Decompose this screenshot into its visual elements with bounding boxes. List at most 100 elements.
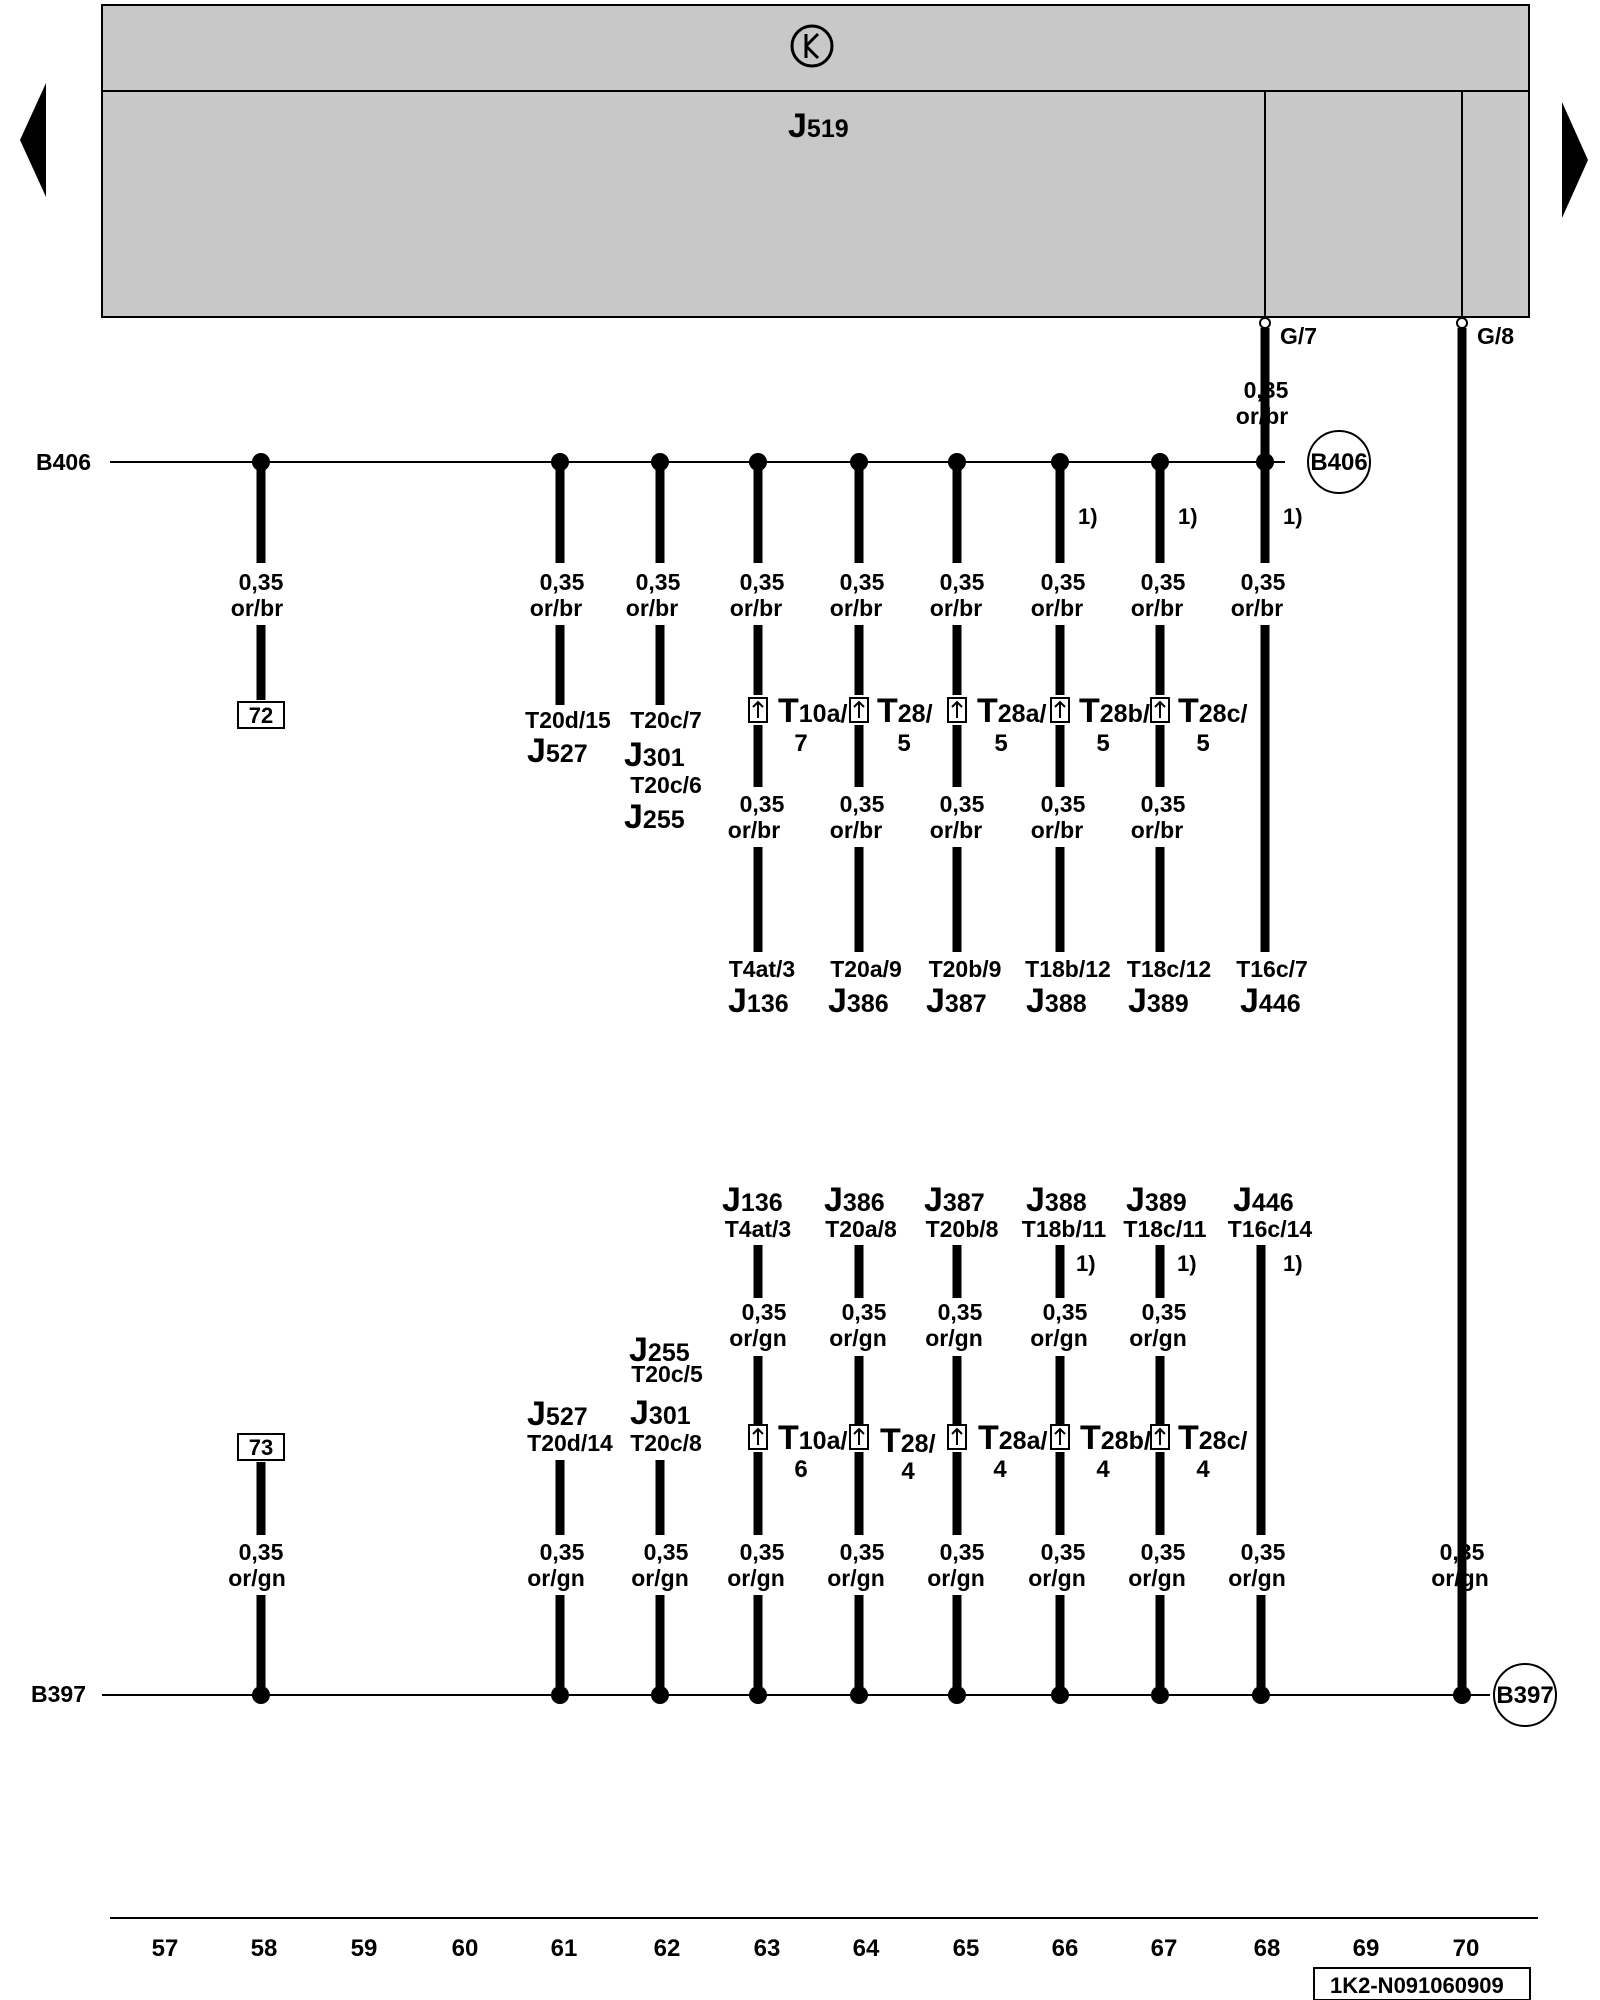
lower-branch-66: J388 T18b/11 1) 0,35 or/gn T28b/ 4 0,35 … xyxy=(1022,1181,1151,1704)
wire-size: 0,35 xyxy=(1041,1539,1086,1565)
component-letter: J xyxy=(1126,1181,1145,1219)
connector-pin: T18c/11 xyxy=(1123,1216,1206,1242)
plug-connector-icon xyxy=(947,1424,967,1450)
lower-branch-63: J136 T4at/3 0,35 or/gn T10a/ 6 0,35 or/g… xyxy=(722,1181,847,1704)
component-letter: J xyxy=(1128,982,1147,1020)
wire-size: 0,35 xyxy=(644,1539,689,1565)
wire-size: 0,35 xyxy=(636,569,681,595)
ground-point-label: B397 xyxy=(1496,1682,1553,1709)
connector-pin: T18b/11 xyxy=(1022,1216,1107,1242)
footnote-marker: 1) xyxy=(1177,1251,1197,1276)
svg-text:J387: J387 xyxy=(924,1181,985,1219)
column-number: 69 xyxy=(1353,1935,1380,1962)
connector-letter: T xyxy=(978,1419,999,1457)
connector-number: 28/ xyxy=(898,700,933,728)
bus-label: B397 xyxy=(31,1681,86,1707)
column-number: 58 xyxy=(251,1935,278,1962)
connector-letter: T xyxy=(977,692,998,730)
component-letter: J xyxy=(1026,982,1045,1020)
component-number: 388 xyxy=(1045,990,1087,1018)
component-number: 527 xyxy=(546,1403,588,1431)
wire-color: or/gn xyxy=(727,1565,785,1591)
wire-color: or/br xyxy=(1031,817,1083,843)
connector-pin: T4at/3 xyxy=(725,1216,791,1242)
wire-size: 0,35 xyxy=(1440,1539,1485,1565)
component-letter: J xyxy=(722,1181,741,1219)
column-number: 62 xyxy=(654,1935,681,1962)
connector-number: 28b/ xyxy=(1101,1427,1151,1455)
svg-text:T28b/: T28b/ xyxy=(1079,692,1150,730)
svg-text:T28b/: T28b/ xyxy=(1080,1419,1151,1457)
column-number: 64 xyxy=(853,1935,880,1962)
wire-color: or/gn xyxy=(827,1565,885,1591)
wire-color: or/br xyxy=(728,817,780,843)
svg-text:J255: J255 xyxy=(629,1331,690,1369)
wire-size: 0,35 xyxy=(1041,569,1086,595)
control-unit-j519: J519 xyxy=(101,4,1530,318)
lower-branch-68: J446 T16c/14 1) 0,35 or/gn xyxy=(1228,1181,1312,1704)
wire-size: 0,35 xyxy=(540,1539,585,1565)
ecu-pin-g7-label: G/7 xyxy=(1280,323,1317,349)
wire-color: or/gn xyxy=(1128,1565,1186,1591)
plug-connector-icon xyxy=(748,697,768,723)
wire-color: or/br xyxy=(1236,403,1288,429)
wire-color: or/gn xyxy=(927,1565,985,1591)
wire-size: 0,35 xyxy=(740,569,785,595)
control-unit-letter: J xyxy=(788,107,807,145)
wire-color: or/gn xyxy=(527,1565,585,1591)
component-number: 446 xyxy=(1252,1189,1294,1217)
component-letter: J xyxy=(926,982,945,1020)
junction-dot xyxy=(1453,1686,1471,1704)
svg-text:J446: J446 xyxy=(1240,982,1301,1020)
component-number: 446 xyxy=(1259,990,1301,1018)
upper-branch-65: 0,35 or/br T28a/ 5 0,35 or/br T20b/9 J38… xyxy=(926,453,1046,1020)
wire-size: 0,35 xyxy=(239,569,284,595)
connector-pin: T20a/9 xyxy=(830,956,902,982)
component-number: 136 xyxy=(741,1189,783,1217)
connector-number: 28a/ xyxy=(998,700,1047,728)
svg-text:J389: J389 xyxy=(1128,982,1189,1020)
next-page-arrow-icon[interactable] xyxy=(1562,102,1588,218)
wire-size: 0,35 xyxy=(239,1539,284,1565)
connector-pin: T18c/12 xyxy=(1127,956,1211,982)
wire-color: or/br xyxy=(1231,595,1283,621)
control-unit-number: 519 xyxy=(807,115,849,143)
previous-page-arrow-icon[interactable] xyxy=(20,83,46,197)
svg-text:T28c/: T28c/ xyxy=(1178,1419,1247,1457)
svg-text:T10a/: T10a/ xyxy=(778,1419,847,1457)
svg-text:J527: J527 xyxy=(527,732,588,770)
connector-pin: T20c/6 xyxy=(630,772,702,798)
component-number: 301 xyxy=(649,1402,691,1430)
connector-pin: T20b/9 xyxy=(929,956,1002,982)
component-number: 527 xyxy=(546,740,588,768)
component-letter: J xyxy=(924,1181,943,1219)
column-number: 60 xyxy=(452,1935,479,1962)
wire-size: 0,35 xyxy=(1141,791,1186,817)
connector-pin-number: 5 xyxy=(994,730,1007,757)
connector-pin-number: 4 xyxy=(901,1458,915,1485)
svg-text:J387: J387 xyxy=(926,982,987,1020)
wire-size: 0,35 xyxy=(840,791,885,817)
plug-connector-icon xyxy=(1150,1424,1170,1450)
column-number: 63 xyxy=(754,1935,781,1962)
connector-pin-number: 6 xyxy=(794,1456,807,1483)
connector-number: 28a/ xyxy=(999,1427,1048,1455)
svg-text:J386: J386 xyxy=(828,982,889,1020)
connector-letter: T xyxy=(1080,1419,1101,1457)
upper-branch-64: 0,35 or/br T28/ 5 0,35 or/br T20a/9 J386 xyxy=(828,453,933,1020)
upper-branch-61: 0,35 or/br T20d/15 J527 xyxy=(525,453,611,770)
wire-size: 0,35 xyxy=(1141,1539,1186,1565)
document-id: 1K2-N091060909 xyxy=(1330,1973,1504,1998)
wire-size: 0,35 xyxy=(540,569,585,595)
wire-size: 0,35 xyxy=(938,1299,983,1325)
plug-connector-icon xyxy=(947,697,967,723)
plug-connector-icon xyxy=(1050,1424,1070,1450)
wire-color: or/gn xyxy=(631,1565,689,1591)
wire-color: or/br xyxy=(231,595,283,621)
wire-color: or/gn xyxy=(1228,1565,1286,1591)
svg-text:J255: J255 xyxy=(624,798,685,836)
svg-text:J519: J519 xyxy=(788,107,849,145)
ground-symbol-icon xyxy=(790,24,834,68)
lower-branch-58: 73 0,35 or/gn xyxy=(228,1433,286,1704)
component-number: 388 xyxy=(1045,1189,1087,1217)
